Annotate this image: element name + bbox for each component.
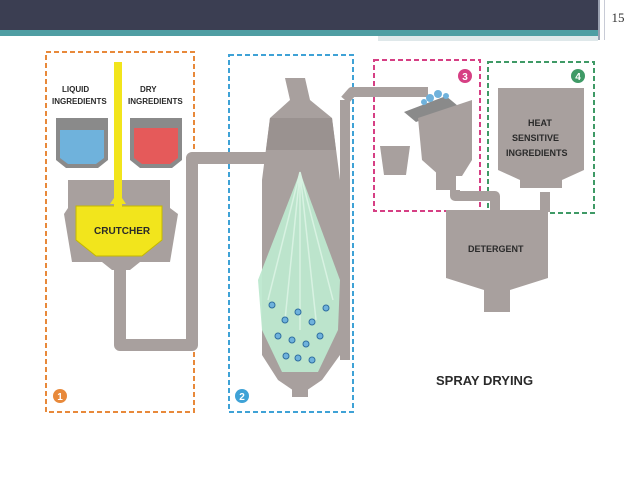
spray-tower-outlet: [292, 375, 308, 397]
spray-tower-dome: [266, 118, 336, 150]
stage-1-number: 1: [57, 392, 63, 403]
header-accent-strip: [378, 36, 598, 41]
crutcher-shaft: [114, 62, 122, 208]
stage-3-number: 3: [462, 72, 468, 83]
spray-cone: [258, 172, 340, 372]
dry-label-line2: INGREDIENTS: [128, 97, 183, 106]
heat-label-line3: INGREDIENTS: [506, 148, 568, 158]
heat-label-line1: HEAT: [528, 118, 552, 128]
liquid-label-line1: LIQUID: [62, 85, 89, 94]
dry-fill: [134, 128, 178, 164]
detergent-vessel: [446, 210, 548, 312]
pipe-tower-to-mixer: [340, 87, 428, 360]
liquid-fill: [60, 130, 104, 164]
small-collector: [380, 146, 410, 175]
page-number: 15: [611, 10, 625, 25]
stage-1-marker: [53, 389, 67, 403]
spray-droplets: [268, 301, 330, 364]
heat-label-line2: SENSITIVE: [512, 133, 559, 143]
header-bar: [0, 0, 638, 30]
stage-2-marker: [235, 389, 249, 403]
mixer-outlet: [436, 170, 456, 190]
spray-lines: [267, 171, 334, 330]
page-number-box: [598, 0, 638, 40]
additive-hopper: [404, 96, 458, 122]
mixer-vessel: [418, 100, 472, 176]
crutcher-mixer-tip: [110, 192, 126, 204]
stage-3-marker: [458, 69, 472, 83]
liquid-label-line2: INGREDIENTS: [52, 97, 107, 106]
stage-3-box: [373, 59, 481, 212]
stage-4-marker: [571, 69, 585, 83]
stage-4-number: 4: [575, 72, 581, 83]
additive-granules: [421, 90, 449, 105]
dry-label-line1: DRY: [140, 85, 157, 94]
crutcher-label: CRUTCHER: [94, 226, 151, 237]
heat-sensitive-tank: [498, 88, 584, 188]
diagram-caption: SPRAY DRYING: [436, 373, 533, 388]
header-accent-bar: [0, 30, 598, 36]
detergent-label: DETERGENT: [468, 244, 524, 254]
pipe-mixer-to-detergent: [450, 190, 500, 214]
stage-2-number: 2: [239, 392, 245, 403]
stage-4-box: [487, 61, 595, 214]
crutcher-fill: [75, 205, 163, 257]
